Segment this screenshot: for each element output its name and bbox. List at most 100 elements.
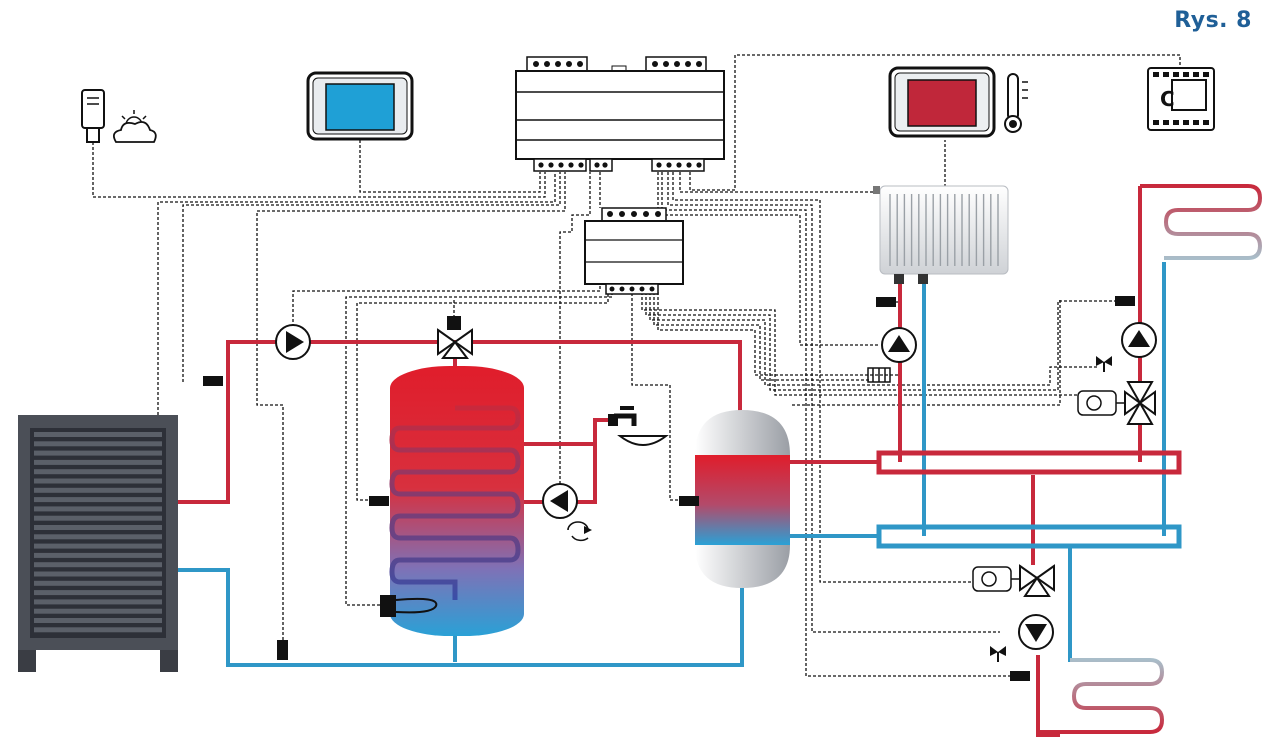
room-panel-icon bbox=[306, 71, 414, 141]
louvre-slat bbox=[34, 525, 162, 530]
terminal-pin bbox=[1193, 120, 1199, 125]
louvre-slat bbox=[34, 450, 162, 456]
terminal-screw bbox=[686, 162, 692, 168]
louvre-slat bbox=[34, 627, 162, 633]
terminal-pin bbox=[1183, 120, 1189, 125]
controller-badge: C bbox=[1160, 87, 1175, 111]
extension-module bbox=[584, 207, 684, 295]
cold-manifold bbox=[876, 524, 1182, 549]
terminal-pin bbox=[1173, 120, 1179, 125]
terminal-pin bbox=[1183, 72, 1189, 77]
terminal-screw bbox=[558, 162, 564, 168]
thermometer-icon bbox=[1004, 73, 1028, 133]
circulation-pump-floor bbox=[1018, 614, 1054, 650]
louvre-slat bbox=[34, 571, 162, 577]
terminal-screw bbox=[578, 162, 584, 168]
circulation-pump-heat-pump bbox=[275, 324, 311, 360]
three-way-valve-dhw bbox=[437, 316, 473, 359]
terminal-screw bbox=[685, 61, 691, 67]
terminal-screw bbox=[568, 162, 574, 168]
pump-fan-icon bbox=[1096, 356, 1112, 372]
terminal-screw bbox=[656, 162, 662, 168]
terminal-screw bbox=[609, 286, 615, 292]
radiator-symbol-icon bbox=[867, 367, 891, 383]
dhw-storage-tank bbox=[389, 366, 524, 636]
louvre-slat bbox=[34, 580, 162, 586]
terminal-screw bbox=[696, 162, 702, 168]
temperature-sensor-radiator bbox=[876, 297, 896, 307]
cold-pipes bbox=[178, 262, 1166, 667]
temperature-sensor-hp-flow bbox=[203, 376, 223, 386]
temperature-sensor-dhw-tank bbox=[369, 496, 389, 506]
terminal-screw bbox=[594, 162, 600, 168]
terminal-pin bbox=[1163, 120, 1169, 125]
temperature-sensor-buffer bbox=[679, 496, 699, 506]
terminal-pin bbox=[1193, 72, 1199, 77]
terminal-screw bbox=[674, 61, 680, 67]
three-way-valve-radiator-circuit bbox=[1124, 381, 1156, 425]
terminal-screw bbox=[602, 162, 608, 168]
louvre-slat bbox=[34, 534, 162, 540]
recirculation-arrows-icon bbox=[567, 521, 592, 542]
louvre-slat bbox=[34, 478, 162, 484]
louvre-slat bbox=[34, 469, 162, 475]
terminal-pin bbox=[1173, 72, 1179, 77]
louvre-slat bbox=[34, 599, 162, 605]
terminal-pin bbox=[1163, 72, 1169, 77]
terminal-screw bbox=[555, 61, 561, 67]
circulation-pump-mixing bbox=[1121, 322, 1157, 358]
terminal-screw bbox=[619, 211, 625, 217]
temperature-sensor-dhw-coil bbox=[380, 595, 438, 617]
pump-fan-icon-2 bbox=[990, 646, 1006, 662]
water-tap-icon bbox=[608, 406, 669, 446]
terminal-screw bbox=[631, 211, 637, 217]
louvre-slat bbox=[34, 432, 162, 437]
louvre-slat bbox=[34, 552, 162, 558]
louvre-slat bbox=[34, 441, 162, 447]
louvre-slat bbox=[34, 459, 162, 465]
control-wiring bbox=[92, 54, 1181, 677]
main-controller bbox=[515, 56, 725, 172]
louvre-slat bbox=[34, 515, 162, 521]
circulation-pump-dhw bbox=[542, 483, 578, 519]
louvre-slat bbox=[34, 590, 162, 596]
louvre-slat bbox=[34, 562, 162, 568]
louvre-slat bbox=[34, 487, 162, 493]
louvre-slat bbox=[34, 543, 162, 549]
terminal-screw bbox=[655, 211, 661, 217]
terminal-screw bbox=[566, 61, 572, 67]
hot-manifold bbox=[876, 450, 1182, 475]
figure-label: Rys. 8 bbox=[1174, 8, 1252, 33]
terminal-screw bbox=[538, 162, 544, 168]
terminal-screw bbox=[533, 61, 539, 67]
terminal-screw bbox=[544, 61, 550, 67]
terminal-screw bbox=[652, 61, 658, 67]
temperature-sensor-return bbox=[277, 640, 288, 660]
underfloor-heating-loop-upper bbox=[1140, 184, 1263, 260]
terminal-screw bbox=[663, 61, 669, 67]
heat-pump-unit bbox=[18, 415, 178, 672]
circulation-pump-radiator bbox=[881, 327, 917, 363]
terminal-pin bbox=[1153, 72, 1159, 77]
terminal-screw bbox=[696, 61, 702, 67]
terminal-screw bbox=[666, 162, 672, 168]
terminal-screw bbox=[649, 286, 655, 292]
terminal-screw bbox=[607, 211, 613, 217]
terminal-screw bbox=[577, 61, 583, 67]
outdoor-sensor-icon bbox=[81, 89, 105, 143]
terminal-pin bbox=[1153, 120, 1159, 125]
temperature-sensor-floor bbox=[1010, 671, 1030, 681]
temperature-sensor-mixing bbox=[1115, 296, 1135, 306]
louvre-slat bbox=[34, 506, 162, 512]
cloud-sun-icon bbox=[112, 110, 157, 143]
buffer-tank bbox=[695, 410, 790, 588]
terminal-screw bbox=[548, 162, 554, 168]
terminal-screw bbox=[643, 211, 649, 217]
terminal-screw bbox=[619, 286, 625, 292]
terminal-screw bbox=[676, 162, 682, 168]
terminal-screw bbox=[639, 286, 645, 292]
radiator-icon bbox=[873, 185, 1009, 284]
louvre-slat bbox=[34, 608, 162, 614]
terminal-pin bbox=[1203, 120, 1209, 125]
valve-actuator-icon bbox=[1077, 390, 1125, 416]
